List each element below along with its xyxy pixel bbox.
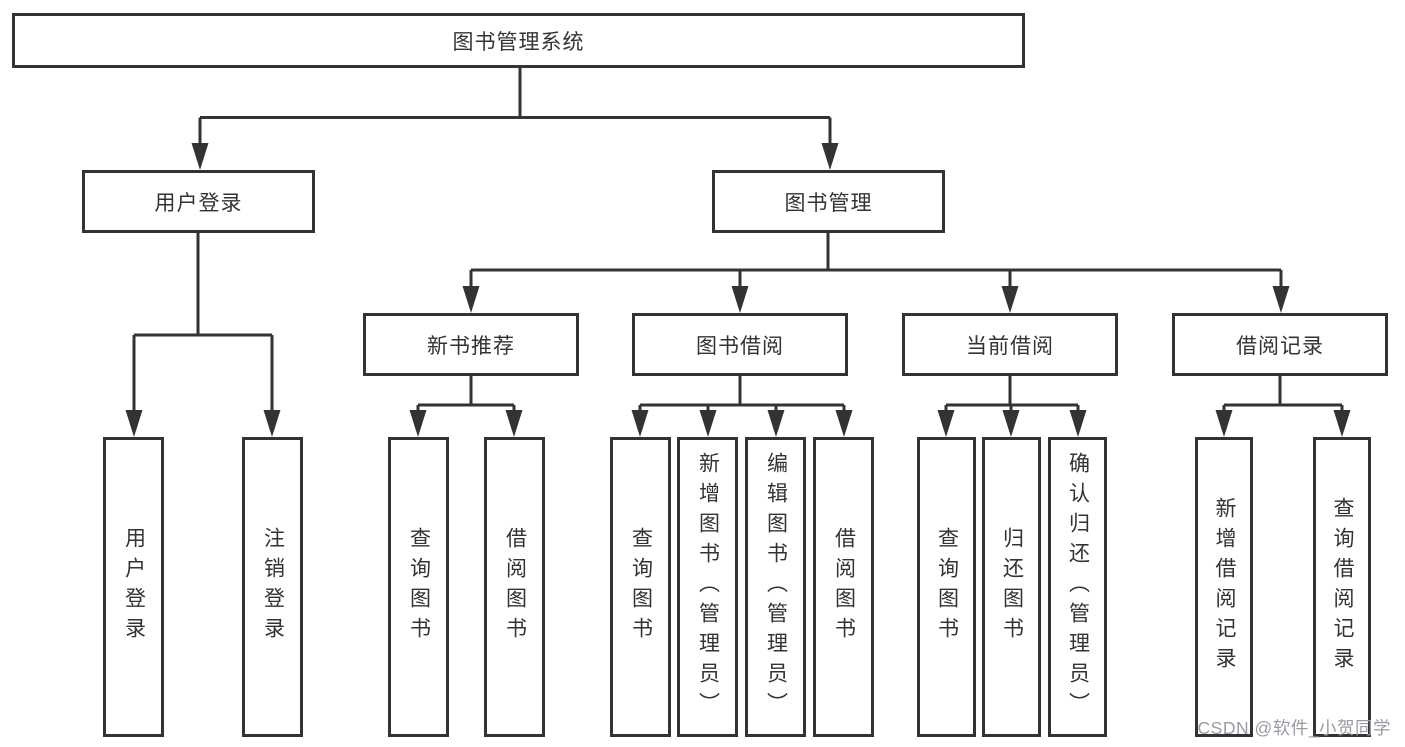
node-leaf-add-books-admin: 新增图书（管理员） — [677, 437, 738, 737]
node-new-book-recommend: 新书推荐 — [363, 313, 579, 376]
node-book-borrowing: 图书借阅 — [632, 313, 848, 376]
node-leaf-query-books-2: 查询图书 — [610, 437, 671, 737]
node-leaf-logout: 注销登录 — [242, 437, 303, 737]
node-leaf-query-books-3: 查询图书 — [917, 437, 976, 737]
node-borrowing-records: 借阅记录 — [1172, 313, 1388, 376]
connector-book-borrowing-to-leaves — [631, 376, 853, 437]
node-leaf-borrow-books-1: 借阅图书 — [484, 437, 545, 737]
csdn-watermark: CSDN @软件_小贺同学 — [1197, 718, 1391, 738]
connector-book-management-to-level3 — [462, 233, 1290, 313]
node-leaf-query-borrow-record: 查询借阅记录 — [1313, 437, 1371, 737]
connector-new-book-recommend-to-leaves — [409, 376, 523, 437]
node-root: 图书管理系统 — [12, 13, 1025, 68]
node-current-borrowing: 当前借阅 — [902, 313, 1118, 376]
connector-current-borrowing-to-leaves — [937, 376, 1087, 437]
node-leaf-return-books: 归还图书 — [982, 437, 1041, 737]
connector-user-login-to-leaves — [125, 233, 281, 437]
connector-borrowing-records-to-leaves — [1215, 376, 1351, 437]
node-leaf-user-login: 用户登录 — [103, 437, 164, 737]
connector-root-to-level2 — [191, 67, 839, 170]
node-user-login: 用户登录 — [82, 170, 315, 233]
node-leaf-confirm-return-admin: 确认归还（管理员） — [1048, 437, 1107, 737]
node-leaf-add-borrow-record: 新增借阅记录 — [1195, 437, 1253, 737]
node-leaf-edit-books-admin: 编辑图书（管理员） — [745, 437, 806, 737]
node-book-management: 图书管理 — [712, 170, 945, 233]
node-leaf-query-books-1: 查询图书 — [388, 437, 449, 737]
node-leaf-borrow-books-2: 借阅图书 — [813, 437, 874, 737]
